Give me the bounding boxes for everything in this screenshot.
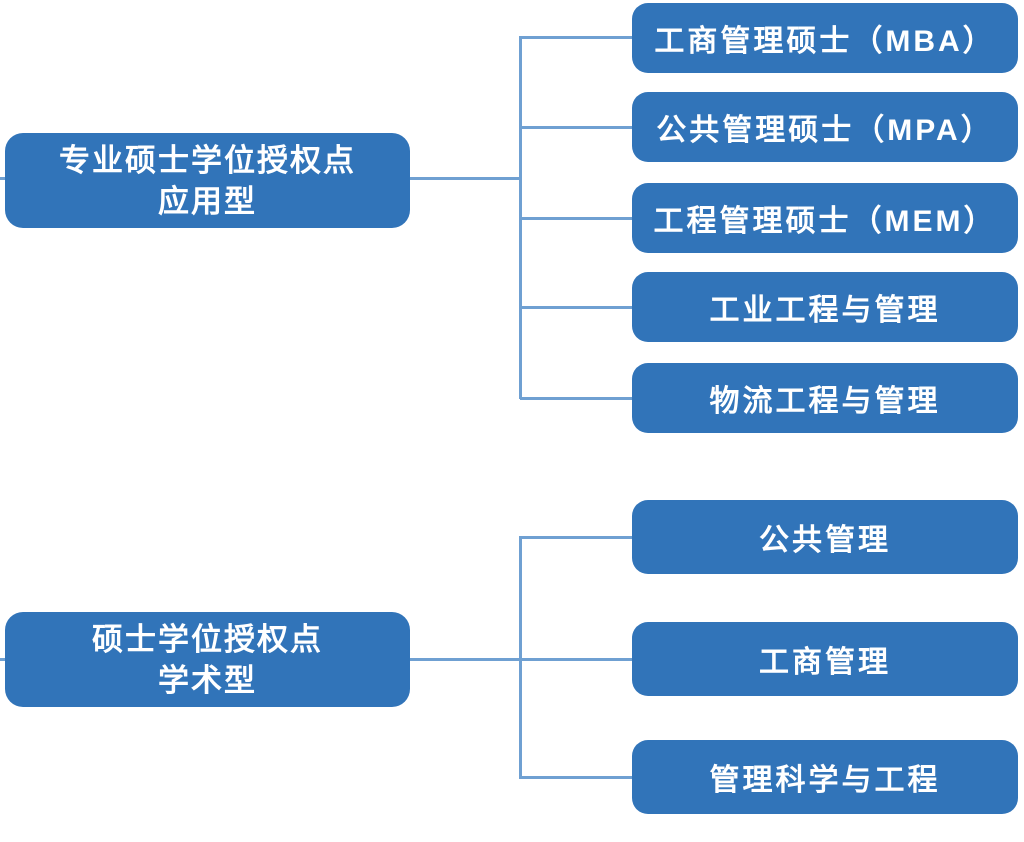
child-node-public-administration: 公共管理	[632, 500, 1018, 574]
parent-node-label-line1: 专业硕士学位授权点	[59, 142, 356, 178]
parent-node-professional-degree: 专业硕士学位授权点 应用型	[5, 133, 410, 228]
connector-parent1-to-trunk	[410, 177, 520, 180]
connector-branch-mem	[520, 217, 632, 220]
child-node-label: 公共管理硕士（MPA）	[656, 114, 994, 147]
parent-node-label-line2: 应用型	[158, 183, 257, 219]
child-node-label: 物流工程与管理	[709, 385, 941, 418]
connector-branch-mba	[520, 36, 632, 39]
child-node-business-administration: 工商管理	[632, 622, 1018, 696]
child-node-label: 工商管理	[759, 646, 891, 679]
child-node-label: 工程管理硕士（MEM）	[653, 205, 997, 238]
child-node-mem: 工程管理硕士（MEM）	[632, 183, 1018, 253]
child-node-industrial-engineering: 工业工程与管理	[632, 272, 1018, 342]
connector-branch-mpa	[520, 126, 632, 129]
connector-trunk-group2	[519, 536, 522, 779]
child-node-label: 工业工程与管理	[709, 294, 941, 327]
connector-left-stub-group2	[0, 658, 5, 661]
child-node-mba: 工商管理硕士（MBA）	[632, 3, 1018, 73]
child-node-label: 管理科学与工程	[709, 764, 941, 797]
child-node-label: 公共管理	[759, 524, 891, 557]
child-node-label: 工商管理硕士（MBA）	[654, 25, 996, 58]
child-node-logistics-engineering: 物流工程与管理	[632, 363, 1018, 433]
connector-branch-business-admin	[520, 658, 632, 661]
connector-branch-management-science	[520, 776, 632, 779]
connector-branch-logistics	[520, 397, 632, 400]
child-node-management-science-engineering: 管理科学与工程	[632, 740, 1018, 814]
parent-node-label-line1: 硕士学位授权点	[92, 621, 323, 657]
connector-branch-public-admin	[520, 536, 632, 539]
parent-node-academic-degree: 硕士学位授权点 学术型	[5, 612, 410, 707]
connector-parent2-to-trunk	[410, 658, 520, 661]
parent-node-label-line2: 学术型	[158, 662, 257, 698]
child-node-mpa: 公共管理硕士（MPA）	[632, 92, 1018, 162]
connector-branch-industrial	[520, 306, 632, 309]
connector-left-stub-group1	[0, 177, 5, 180]
